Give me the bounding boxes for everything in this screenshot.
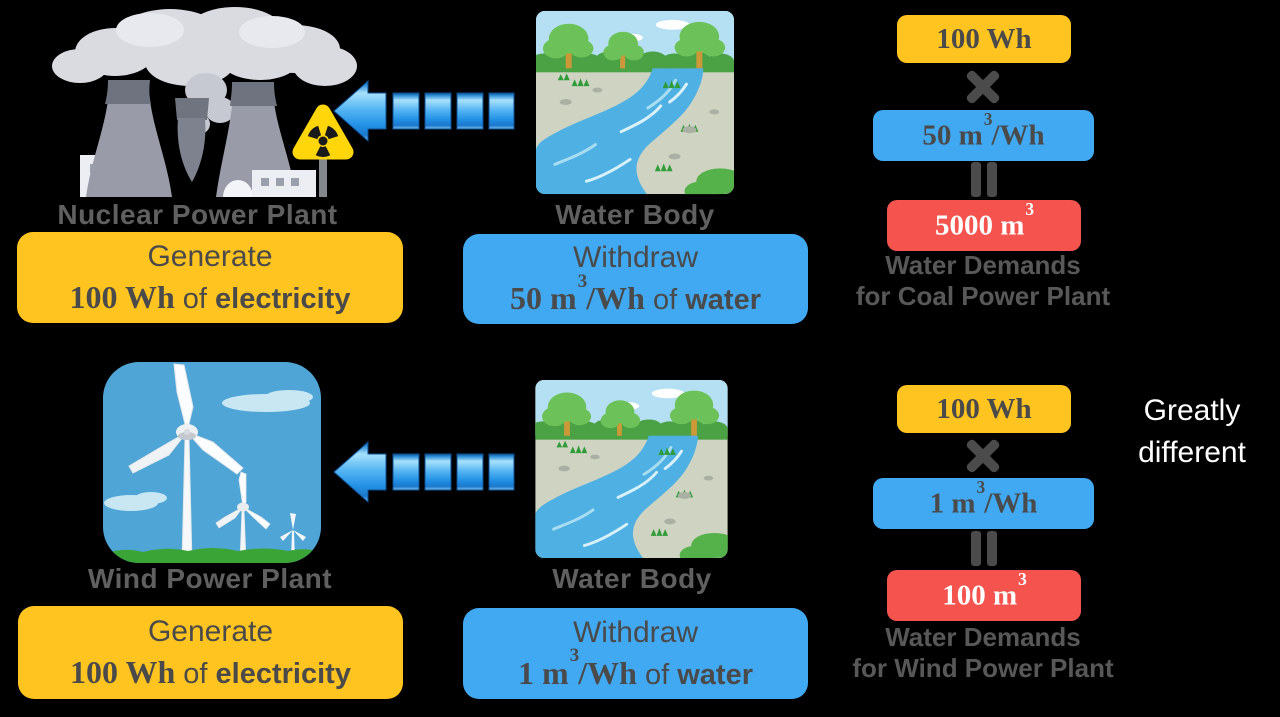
equals-icon (971, 531, 997, 566)
water-body-label-1: Water Body (555, 199, 715, 230)
equals-icon (971, 162, 997, 197)
calc-caption-2: Water Demands for Wind Power Plant (852, 622, 1114, 683)
withdraw-box-2: Withdraw 1 m3/Wh of water (463, 608, 808, 699)
generate-line2: 100 Wh of electricity (70, 653, 351, 690)
nuclear-power-plant-illustration (52, 7, 357, 197)
wind-power-plant-illustration (103, 362, 321, 563)
energy-box-1: 100 Wh (897, 15, 1071, 63)
generate-box-nuclear: Generate 100 Wh of electricity (17, 232, 403, 323)
withdraw-line1: Withdraw (572, 241, 699, 274)
rate-box-2: 1 m3/Wh (873, 477, 1094, 529)
withdraw-line1: Withdraw (572, 615, 699, 649)
energy-box-2: 100 Wh (897, 385, 1071, 433)
multiply-icon (966, 70, 1000, 104)
striped-left-arrow-icon (333, 80, 515, 142)
generate-line1: Generate (147, 239, 273, 273)
rate-box-1: 50 m3/Wh (873, 109, 1094, 161)
multiply-icon (966, 439, 1000, 473)
striped-left-arrow-icon (333, 441, 515, 503)
generate-box-wind: Generate 100 Wh of electricity (18, 606, 403, 699)
result-box-2: 100 m3 (887, 569, 1081, 621)
nuclear-plant-label: Nuclear Power Plant (57, 199, 338, 230)
withdraw-box-1: Withdraw 50 m3/Wh of water (463, 234, 808, 324)
result-box-1: 5000 m3 (887, 199, 1081, 251)
generate-line1: Generate (147, 614, 274, 648)
generate-line2: 100 Wh of electricity (69, 278, 351, 315)
withdraw-line2: 1 m3/Wh of water (517, 645, 753, 691)
wind-plant-label: Wind Power Plant (87, 563, 333, 594)
withdraw-line2: 50 m3/Wh of water (509, 270, 761, 316)
radiation-sign-icon (292, 104, 354, 197)
calc-caption-1: Water Demands for Coal Power Plant (855, 250, 1111, 311)
greatly-different-note: Greatly different (1138, 394, 1246, 469)
water-body-label-2: Water Body (552, 563, 712, 594)
river-illustration (536, 10, 734, 195)
river-illustration (533, 380, 730, 558)
